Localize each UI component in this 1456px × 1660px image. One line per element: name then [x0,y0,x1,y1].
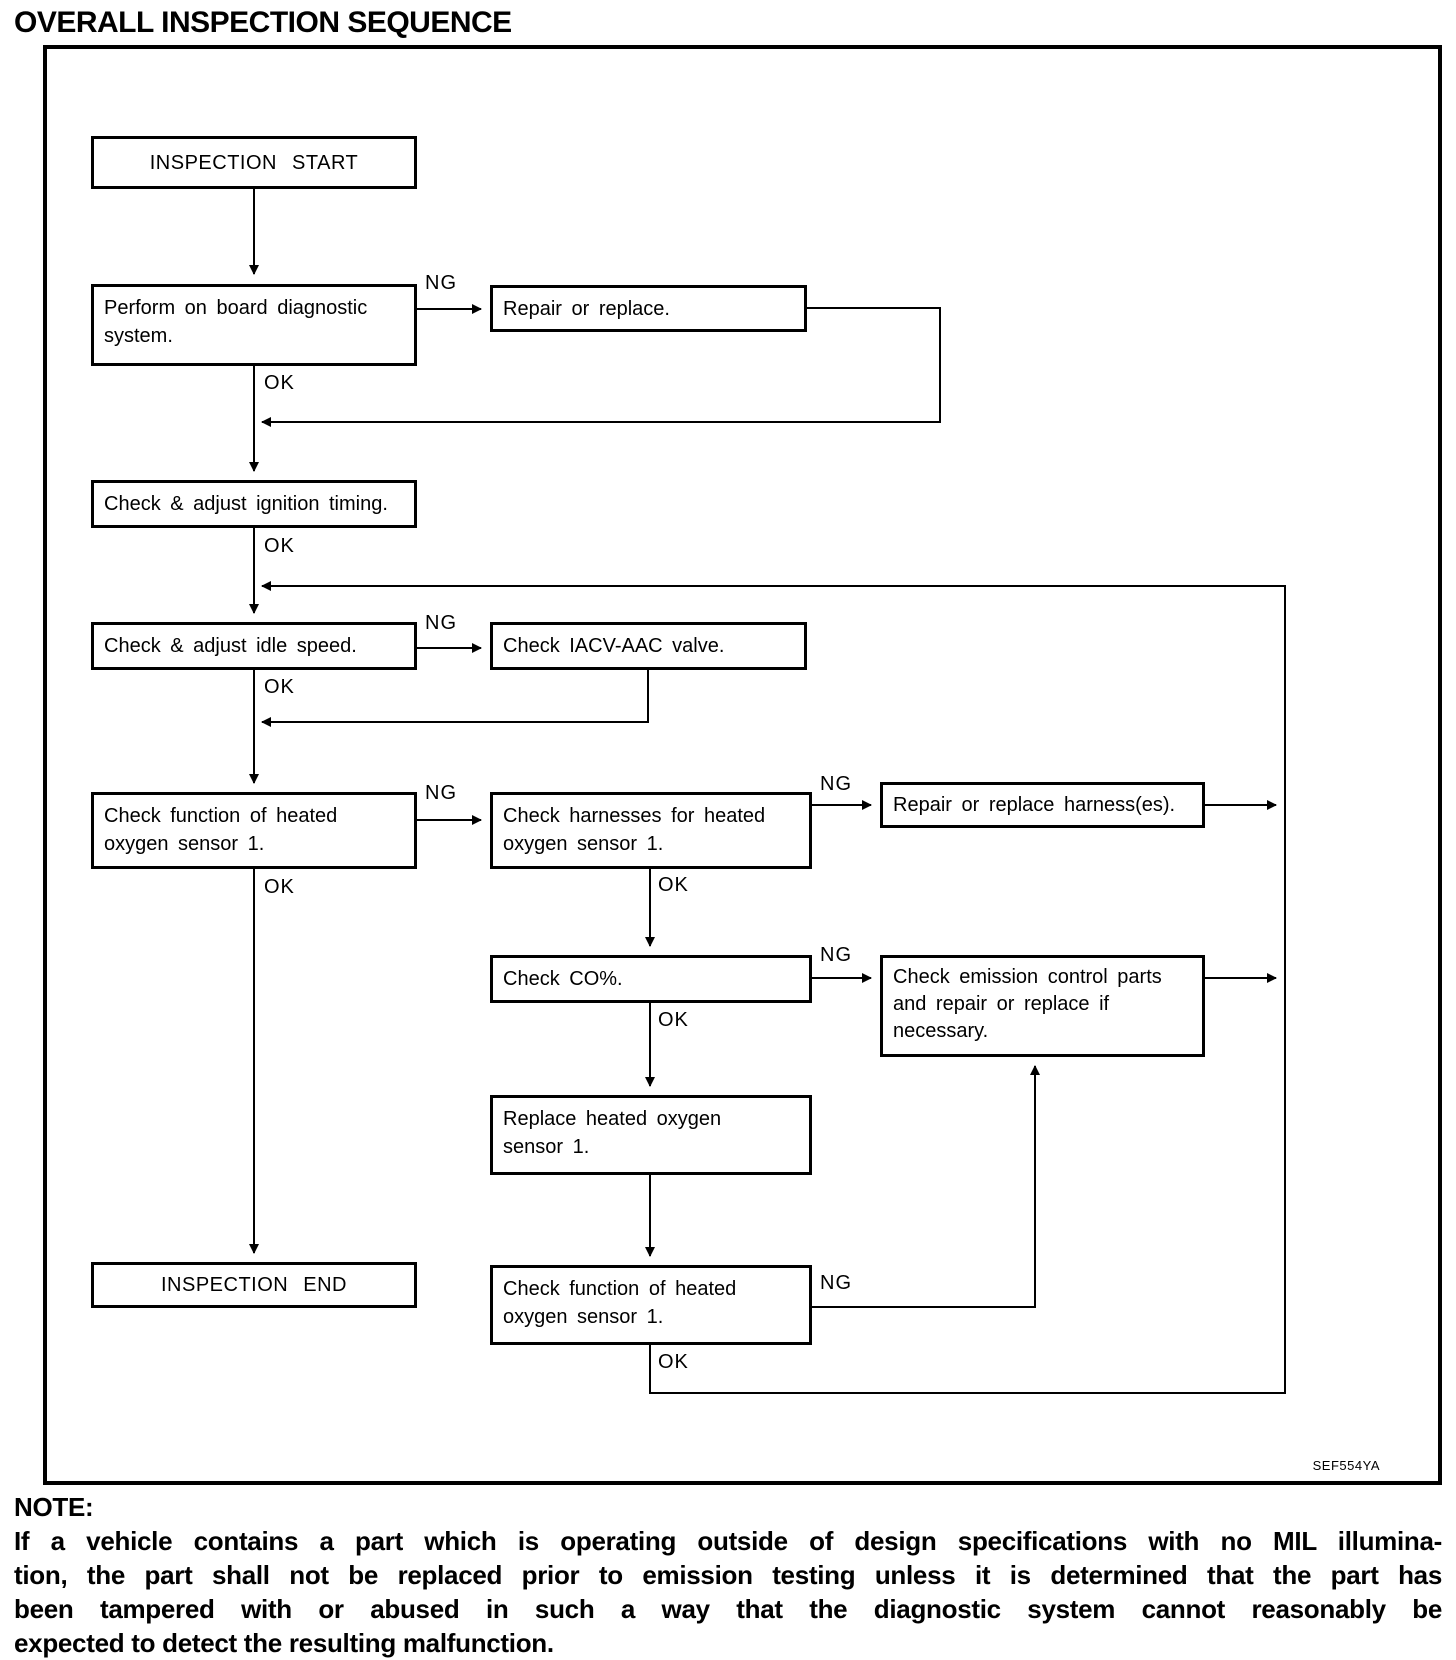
node-line: Check CO%. [503,968,623,990]
node-inspection-start: INSPECTION START [91,136,417,189]
node-idle-speed: Check & adjust idle speed. [91,622,417,670]
node-label: INSPECTION START [149,151,359,174]
note-line: expected to detect the resulting malfunc… [14,1628,554,1658]
diagram-border [43,45,1442,1485]
node-line: Check & adjust idle speed. [104,635,357,657]
edge-label-ng-o2check: NG [425,782,457,804]
edge-label-ng-obd: NG [425,272,457,294]
node-line: oxygen sensor 1. [104,833,265,855]
node-check-o2-sensor-1-again: Check function of heated oxygen sensor 1… [490,1265,812,1345]
edge-label-ng-idle: NG [425,612,457,634]
note-line: been tampered with or abused in such a w… [14,1594,1442,1624]
node-replace-o2-sensor: Replace heated oxygen sensor 1. [490,1095,812,1175]
node-line: Check emission control parts [893,966,1162,988]
edge-bottom-ok-feedback [261,581,1286,1394]
node-label: INSPECTION END [160,1274,348,1296]
node-check-harnesses: Check harnesses for heated oxygen sensor… [490,792,812,869]
edge-label-ng-co: NG [820,944,852,966]
node-line: Replace heated oxygen [503,1108,722,1130]
note-heading: NOTE: [14,1492,94,1522]
edge-label-ok-obd: OK [264,372,295,394]
node-emission-parts: Check emission control parts and repair … [880,955,1205,1057]
edge-label-ok-o2check: OK [264,876,295,898]
node-check-co: Check CO%. [490,955,812,1003]
node-line: system. [104,325,173,347]
edge-repair-feedback [261,307,941,427]
page-title: OVERALL INSPECTION SEQUENCE [14,6,512,39]
node-line: Check harnesses for heated [503,805,766,827]
figure-code: SEF554YA [1312,1458,1380,1473]
node-line: necessary. [893,1020,989,1042]
edge-label-ok-harness: OK [658,874,689,896]
node-line: Check IACV-AAC valve. [503,635,725,657]
node-line: and repair or replace if [893,993,1110,1015]
node-ignition-timing: Check & adjust ignition timing. [91,480,417,528]
note-line: If a vehicle contains a part which is op… [14,1526,1442,1556]
node-line: Check function of heated [503,1278,737,1300]
node-line: sensor 1. [503,1136,590,1158]
node-line: Repair or replace. [503,298,670,320]
node-repair-harness: Repair or replace harness(es). [880,782,1205,828]
note-block: NOTE: If a vehicle contains a part which… [14,1490,1442,1660]
node-check-o2-sensor-1: Check function of heated oxygen sensor 1… [91,792,417,869]
node-line: oxygen sensor 1. [503,833,664,855]
node-perform-obd: Perform on board diagnostic system. [91,284,417,366]
node-line: oxygen sensor 1. [503,1306,664,1328]
edge-iacv-feedback [261,670,649,727]
node-line: Check function of heated [104,805,338,827]
edge-label-ok-co: OK [658,1009,689,1031]
edge-label-ok-idle: OK [264,676,295,698]
node-line: Perform on board diagnostic [104,297,368,319]
node-line: Repair or replace harness(es). [893,794,1176,816]
edge-recheck-ng-to-emission [812,1065,1040,1308]
edge-label-ng-recheck: NG [820,1272,852,1294]
note-line: tion, the part shall not be replaced pri… [14,1560,1442,1590]
edge-label-ng-harness: NG [820,773,852,795]
edge-label-ok-recheck: OK [658,1351,689,1373]
node-inspection-end: INSPECTION END [91,1262,417,1308]
node-repair-replace: Repair or replace. [490,285,807,332]
node-iacv-valve: Check IACV-AAC valve. [490,622,807,670]
edge-label-ok-timing: OK [264,535,295,557]
node-line: Check & adjust ignition timing. [104,493,388,515]
